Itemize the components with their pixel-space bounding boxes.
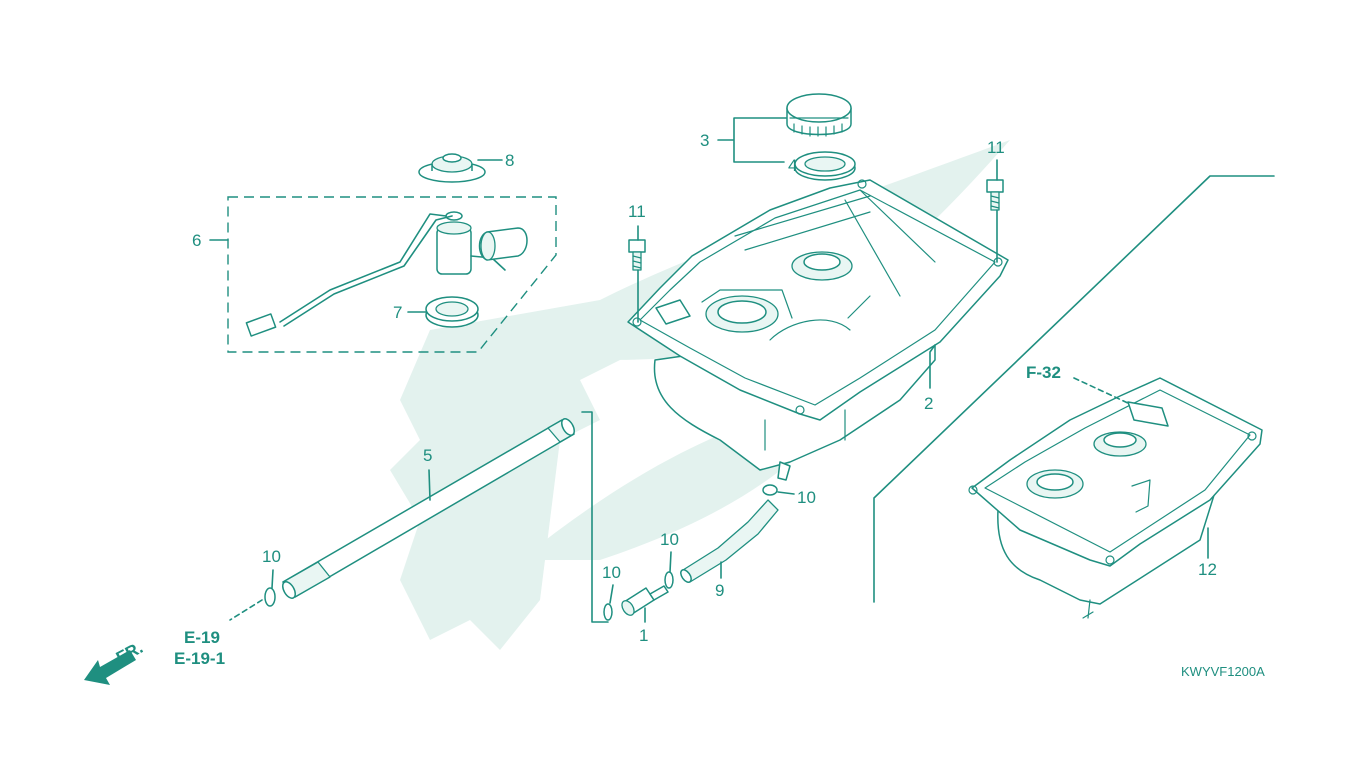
part-5-tube [282, 418, 575, 599]
callout-8[interactable]: 8 [505, 151, 514, 170]
part-3-fuel-cap [786, 93, 852, 137]
callout-6[interactable]: 6 [192, 231, 201, 250]
part-12-alternate-tank [968, 377, 1263, 619]
callout-11-left[interactable]: 11 [628, 202, 646, 221]
leader-lines [209, 117, 1209, 623]
part-9-fuel-hose [680, 499, 779, 583]
callout-4[interactable]: 4 [788, 156, 797, 175]
diagram-code: KWYVF1200A [1181, 664, 1265, 679]
callout-10-tank[interactable]: 10 [797, 488, 816, 507]
part-2-fuel-tank [627, 179, 1009, 481]
reference-f32[interactable]: F-32 [1026, 363, 1061, 382]
callout-2[interactable]: 2 [924, 394, 933, 413]
reference-e19[interactable]: E-19 [184, 628, 220, 647]
part-11-bolt-right [986, 179, 1004, 211]
callout-10-hose[interactable]: 10 [660, 530, 679, 549]
callout-1[interactable]: 1 [639, 626, 648, 645]
fuel-pump-group-box [227, 196, 557, 353]
part-7-seal-ring [425, 296, 479, 328]
callout-3[interactable]: 3 [700, 131, 709, 150]
part-1-fuel-strainer [621, 585, 669, 616]
callout-7[interactable]: 7 [393, 303, 402, 322]
reference-e19-1[interactable]: E-19-1 [174, 649, 225, 668]
part-10-clip-3 [664, 571, 674, 589]
part-8-pump-plate [418, 153, 486, 183]
inset-separator-line [873, 175, 1275, 603]
part-6-fuel-pump [245, 211, 528, 337]
part-10-clip-1 [264, 587, 276, 607]
callout-10-strainer[interactable]: 10 [602, 563, 621, 582]
callout-10-tube[interactable]: 10 [262, 547, 281, 566]
part-11-bolt-left [628, 239, 646, 271]
callout-11-right[interactable]: 11 [987, 138, 1005, 157]
part-10-clip-2 [603, 603, 613, 621]
part-10-clip-4 [762, 484, 778, 496]
callout-9[interactable]: 9 [715, 581, 724, 600]
front-direction-arrow: FR. [84, 638, 146, 685]
part-4-cap-gasket [794, 151, 856, 181]
callout-12[interactable]: 12 [1198, 560, 1217, 579]
callout-5[interactable]: 5 [423, 446, 432, 465]
